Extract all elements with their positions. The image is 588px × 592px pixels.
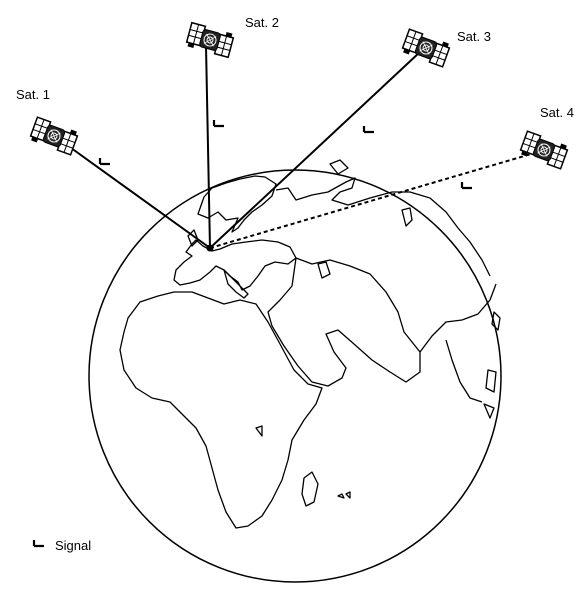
legend-label: Signal	[55, 538, 91, 553]
satellite-1-label: Sat. 1	[16, 87, 50, 102]
signal-line-sat-2	[205, 45, 211, 249]
asia-north-coast	[275, 177, 491, 277]
satellite-2: Sat. 2	[184, 15, 279, 59]
south-asia-outline	[419, 283, 497, 403]
middle-east-outline	[267, 257, 421, 387]
continent-outlines	[119, 159, 501, 529]
island-outline	[401, 207, 413, 227]
signal-symbol-icon	[32, 538, 46, 548]
madagascar-outline	[301, 471, 319, 507]
island-outline	[485, 369, 497, 393]
satellite-icon	[184, 21, 236, 59]
satellite-1: Sat. 1	[16, 87, 80, 156]
globe	[88, 159, 502, 583]
signal-symbol-icon	[98, 156, 112, 166]
signal-symbol-icon	[212, 118, 226, 128]
satellite-icon	[28, 116, 80, 156]
satellite-2-label: Sat. 2	[245, 15, 279, 30]
island-outline	[491, 311, 501, 331]
satellite-4: Sat. 4	[518, 105, 574, 170]
island-outline	[255, 425, 263, 437]
island-outline	[317, 261, 331, 279]
signal-symbol-icon	[362, 124, 376, 134]
satellite-icon	[518, 130, 570, 170]
island-outline	[329, 159, 349, 175]
legend: Signal	[32, 538, 91, 553]
scandinavia-outline	[197, 175, 277, 233]
globe-icon	[88, 169, 502, 583]
signal-symbol-icon	[460, 180, 474, 190]
signal-line-sat-1	[59, 139, 211, 249]
island-outline	[483, 403, 495, 419]
island-outline	[345, 491, 351, 499]
satellite-icon	[400, 28, 452, 68]
receiver-dot-icon	[206, 244, 214, 252]
signal-line-sat-3	[209, 51, 421, 249]
africa-outline	[119, 291, 323, 529]
satellite-3: Sat. 3	[400, 28, 491, 68]
satellite-4-label: Sat. 4	[540, 105, 574, 120]
europe-outline	[173, 239, 297, 291]
signal-lines	[59, 45, 539, 249]
signal-line-sat-4	[209, 151, 539, 249]
italy-outline	[223, 269, 249, 299]
satellite-3-label: Sat. 3	[457, 29, 491, 44]
island-outline	[337, 493, 345, 499]
